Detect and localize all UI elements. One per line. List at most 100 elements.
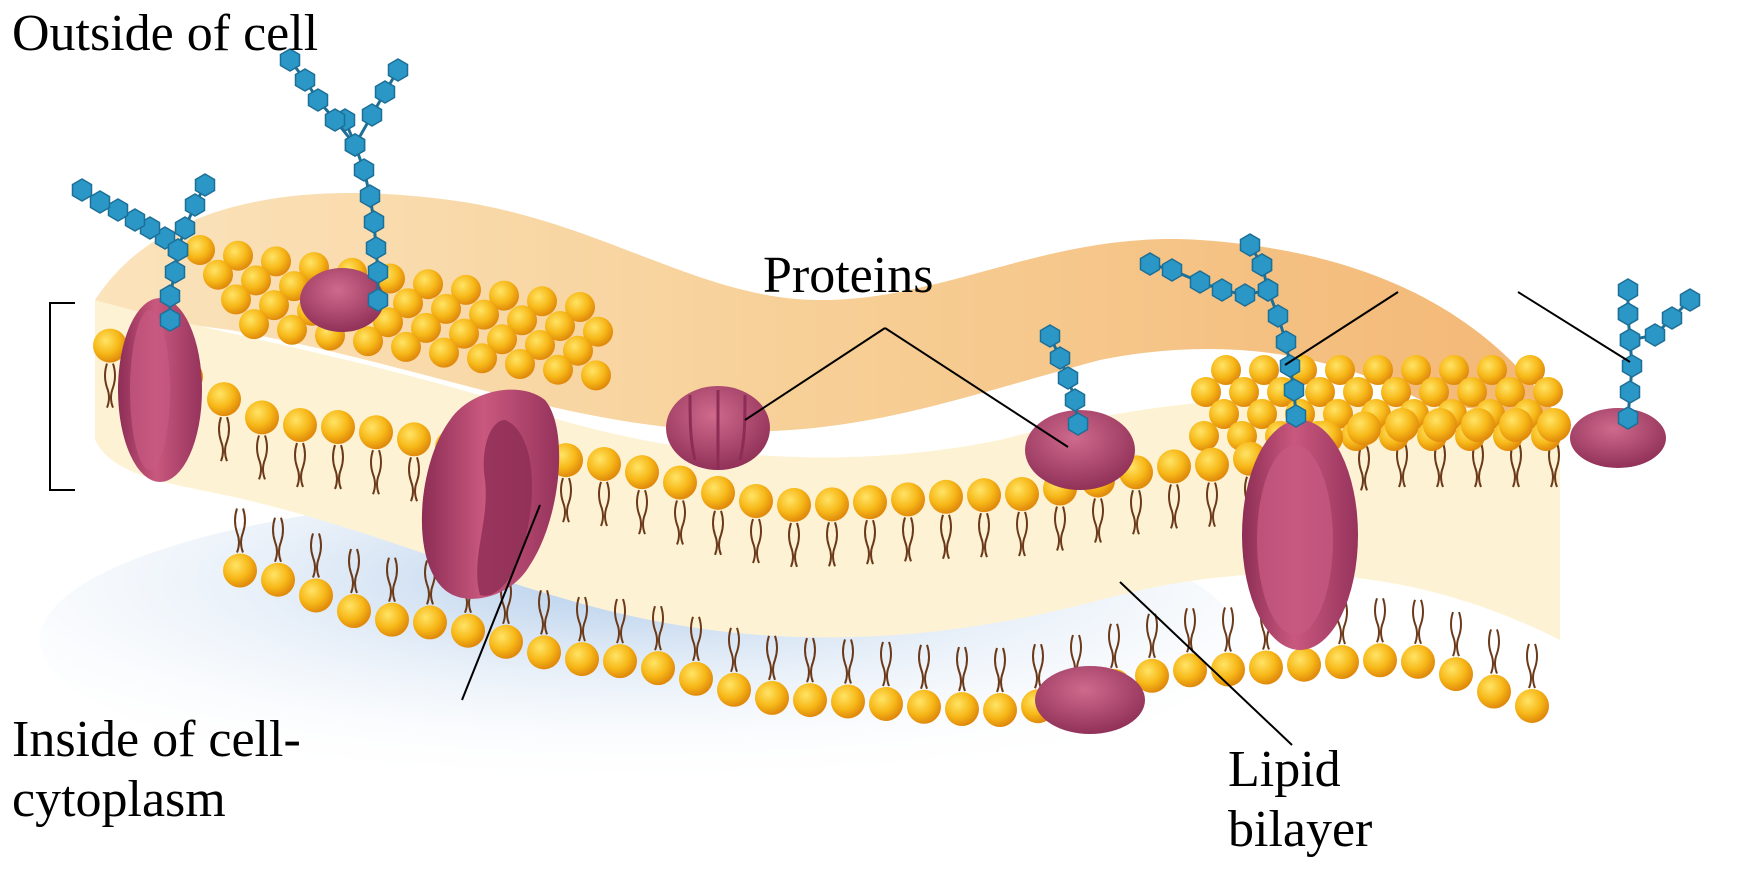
phospholipid-head: [391, 332, 421, 362]
phospholipid-head: [221, 284, 251, 314]
sugar-bead: [186, 194, 205, 216]
phospholipid-head: [945, 692, 979, 726]
phospholipid-head: [527, 635, 561, 669]
phospholipid-head: [1477, 674, 1511, 708]
phospholipid-head: [641, 651, 675, 685]
phospholipid-head: [1385, 408, 1419, 442]
phospholipid-head: [203, 260, 233, 290]
phospholipid-head: [565, 642, 599, 676]
inside-line-1: Inside of cell-: [12, 710, 301, 770]
phospholipid-head: [1189, 421, 1219, 451]
phospholipid-head: [261, 563, 295, 597]
sugar-bead: [161, 309, 180, 331]
phospholipid-head: [717, 673, 751, 707]
phospholipid-head: [1005, 477, 1039, 511]
sugar-bead: [1287, 405, 1306, 427]
phospholipid-head: [1439, 657, 1473, 691]
phospholipid-head: [413, 605, 447, 639]
sugar-bead: [1646, 324, 1665, 346]
lipid-tail: [1451, 612, 1461, 656]
sugar-bead: [355, 159, 374, 181]
proteins-label: Proteins: [763, 246, 933, 306]
phospholipid-head: [1249, 650, 1283, 684]
phospholipid-head: [375, 603, 409, 637]
sugar-bead: [326, 109, 345, 131]
sugar-bead: [1041, 325, 1060, 347]
lipid-line-2: bilayer: [1228, 800, 1372, 860]
phospholipid-head: [1401, 645, 1435, 679]
lipid-line-1: Lipid: [1228, 740, 1372, 800]
sugar-bead: [161, 285, 180, 307]
lipid-tail: [1489, 629, 1499, 673]
phospholipid-head: [793, 683, 827, 717]
sugar-bead: [1619, 279, 1638, 301]
phospholipid-head: [1195, 448, 1229, 482]
phospholipid-head: [1211, 652, 1245, 686]
phospholipid-head: [353, 326, 383, 356]
sugar-bead: [1163, 259, 1182, 281]
outside-of-cell-label: Outside of cell: [12, 4, 318, 64]
sugar-bead: [1269, 305, 1288, 327]
sugar-bead: [1259, 279, 1278, 301]
sugar-bead: [176, 217, 195, 239]
phospholipid-head: [701, 476, 735, 510]
sugar-bead: [1059, 367, 1078, 389]
sugar-bead: [1621, 381, 1640, 403]
sugar-bead: [73, 179, 92, 201]
phospholipid-head: [397, 422, 431, 456]
sugar-bead: [1285, 379, 1304, 401]
phospholipid-head: [625, 455, 659, 489]
sugar-bead: [91, 191, 110, 213]
phospholipid-head: [321, 410, 355, 444]
lobed-protein: [666, 386, 770, 470]
phospholipid-head: [739, 484, 773, 518]
sugar-bead: [1069, 413, 1088, 435]
sugar-bead: [369, 261, 388, 283]
phospholipid-head: [1461, 408, 1495, 442]
sugar-bead: [363, 104, 382, 126]
sugar-bead: [169, 239, 188, 261]
phospholipid-head: [1347, 411, 1381, 445]
inside-of-cell-label: Inside of cell- cytoplasm: [12, 710, 301, 830]
phospholipid-head: [451, 614, 485, 648]
phospholipid-head: [1515, 689, 1549, 723]
phospholipid-head: [983, 693, 1017, 727]
sugar-bead: [389, 59, 408, 81]
phospholipid-head: [337, 594, 371, 628]
sugar-bead: [1253, 254, 1272, 276]
phospholipid-head: [891, 482, 925, 516]
sugar-bead: [365, 211, 384, 233]
sugar-bead: [1213, 279, 1232, 301]
inside-line-2: cytoplasm: [12, 770, 301, 830]
sugar-bead: [1236, 284, 1255, 306]
phospholipid-head: [1287, 648, 1321, 682]
phospholipid-head: [283, 408, 317, 442]
phospholipid-head: [467, 343, 497, 373]
phospholipid-head: [185, 235, 215, 265]
membrane-bracket: [50, 303, 75, 490]
lipid-tail: [1375, 598, 1385, 642]
phospholipid-head: [967, 478, 1001, 512]
sugar-bead: [166, 261, 185, 283]
phospholipid-head: [239, 309, 269, 339]
sugar-bead: [1619, 407, 1638, 429]
sugar-bead: [1619, 303, 1638, 325]
phospholipid-head: [489, 625, 523, 659]
phospholipid-head: [299, 578, 333, 612]
phospholipid-head: [1363, 643, 1397, 677]
phospholipid-head: [755, 681, 789, 715]
sugar-bead: [1681, 289, 1700, 311]
phospholipid-head: [679, 662, 713, 696]
sugar-bead: [367, 237, 386, 259]
lipid-tail: [1527, 644, 1537, 688]
phospholipid-head: [1537, 408, 1571, 442]
phospholipid-head: [581, 360, 611, 390]
phospholipid-head: [831, 684, 865, 718]
sugar-bead: [1621, 329, 1640, 351]
phospholipid-head: [1499, 408, 1533, 442]
sugar-bead: [1241, 234, 1260, 256]
phospholipid-head: [359, 415, 393, 449]
sugar-bead: [1051, 347, 1070, 369]
phospholipid-head: [245, 400, 279, 434]
phospholipid-head: [223, 553, 257, 587]
